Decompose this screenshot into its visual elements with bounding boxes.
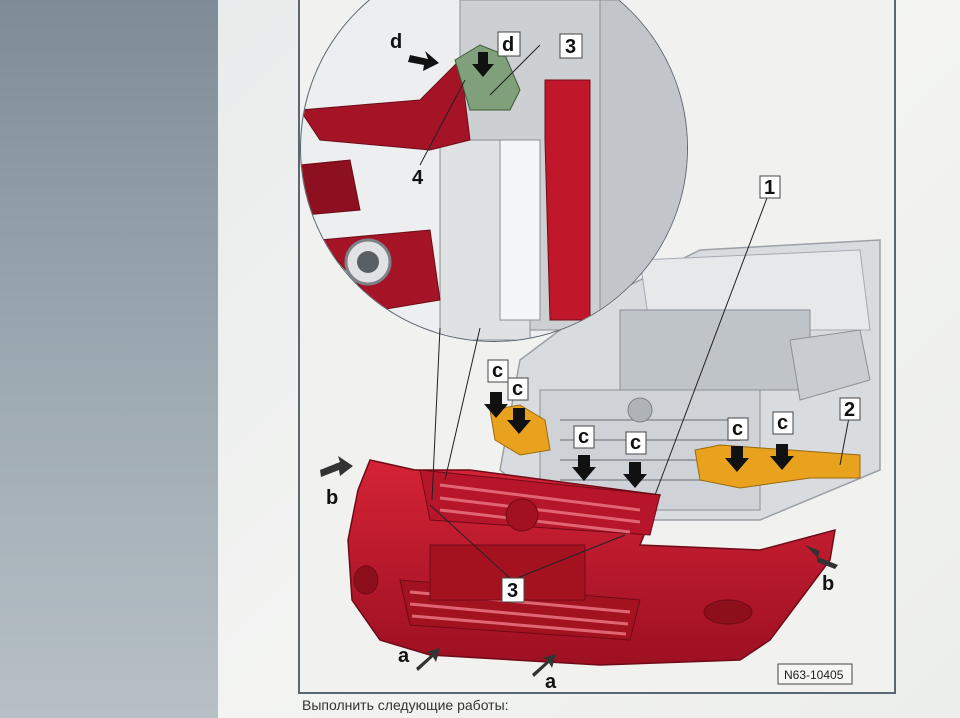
callout-c1: c [492,360,503,382]
callout-1: 1 [764,177,775,199]
front-bumper [347,459,836,666]
callout-3-top: 3 [565,36,576,58]
callout-a-left: a [398,645,410,667]
callout-c3: c [578,426,589,448]
desktop-background-left [0,0,218,718]
arrow-d-left [408,51,439,71]
arrow-c6 [770,444,794,470]
callout-d-right: d [502,34,514,56]
callout-b-right: b [822,573,834,595]
callout-3-bottom: 3 [507,580,518,602]
figure-code: N63-10405 [784,668,844,682]
arrow-a-right [532,654,556,677]
callout-d-left: d [390,31,402,53]
callout-c4: c [630,432,641,454]
arrows-c [408,51,794,488]
caption-text: Выполнить следующие работы: [302,697,509,713]
callout-c2: c [512,378,523,400]
arrows-ab [320,456,838,677]
callout-4: 4 [412,167,424,189]
callout-b-left: b [326,487,338,509]
arrow-c2 [507,408,531,434]
arrow-b-right [805,545,838,569]
arrow-c5 [725,446,749,472]
leader-lines [419,44,851,581]
detail-magnifier [300,0,688,342]
callout-2: 2 [844,399,855,421]
arrow-a-left [416,648,440,671]
callout-a-right: a [545,671,557,693]
callout-c5: c [732,418,743,440]
arrow-c3 [572,455,596,481]
arrow-b-left [320,456,353,477]
arrow-c1 [484,392,508,418]
callout-c6: c [777,412,788,434]
arrow-c4 [623,462,647,488]
arrow-d-right [472,52,494,77]
